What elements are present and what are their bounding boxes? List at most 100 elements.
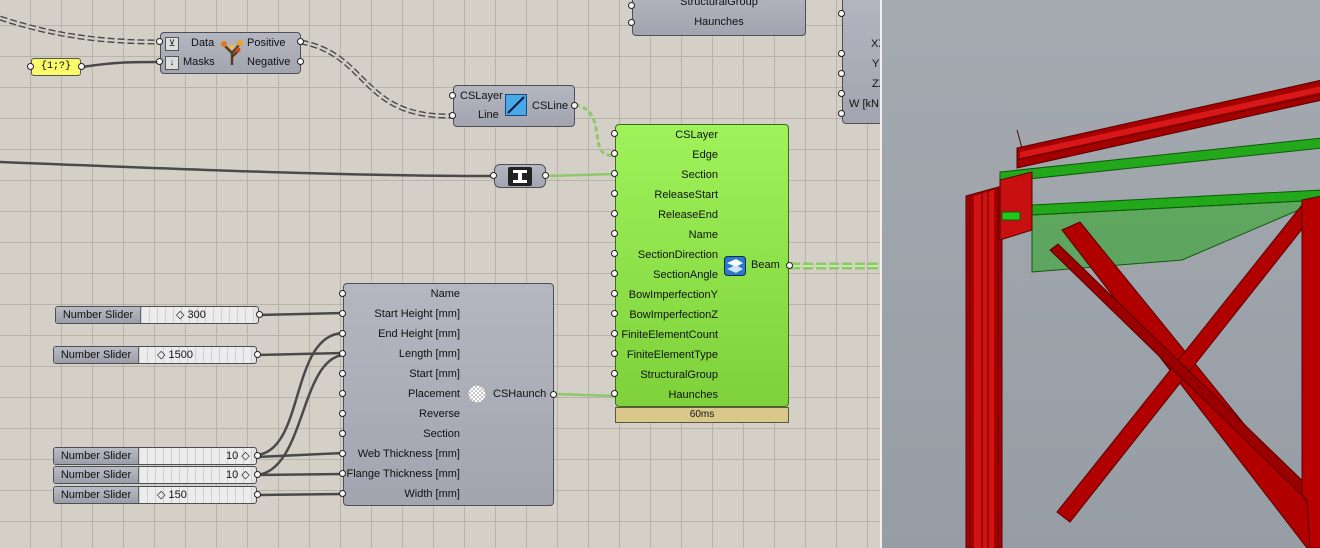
haunch-input-label: Web Thickness [mm] <box>357 448 460 460</box>
haunch-input-port[interactable] <box>339 410 346 417</box>
wire-csline-edge <box>574 103 616 157</box>
haunch-input-label: Name <box>430 288 460 300</box>
input-cslayer: CSLayer <box>460 90 503 102</box>
slider-track[interactable] <box>141 307 255 323</box>
top-port-1[interactable] <box>628 2 635 9</box>
csline-out[interactable] <box>571 102 578 109</box>
top-port-2[interactable] <box>628 19 635 26</box>
beam-input-label: SectionAngle <box>653 269 718 281</box>
slider-5-port[interactable] <box>254 491 261 498</box>
haunch-input-port[interactable] <box>339 490 346 497</box>
output-negative: Negative <box>247 56 291 68</box>
slider-label: Number Slider <box>54 467 139 483</box>
input-w: W [kN <box>849 98 879 110</box>
haunch-icon <box>467 384 487 404</box>
beam-input-label: Edge <box>692 149 718 161</box>
slider-track[interactable] <box>139 487 253 503</box>
output-beam: Beam <box>751 259 780 271</box>
number-slider-2[interactable]: Number Slider ◇ 1500 <box>53 346 257 364</box>
beam-input-port[interactable] <box>611 150 618 157</box>
haunch-input-port[interactable] <box>339 430 346 437</box>
dispatch-in-data[interactable] <box>156 38 163 45</box>
beam-input-port[interactable] <box>611 290 618 297</box>
dispatch-out-negative[interactable] <box>297 58 304 65</box>
beam-input-port[interactable] <box>611 130 618 137</box>
beam-input-port[interactable] <box>611 390 618 397</box>
haunch-input-port[interactable] <box>339 370 346 377</box>
haunch-input-port[interactable] <box>339 310 346 317</box>
slider-track[interactable] <box>139 347 253 363</box>
haunch-input-port[interactable] <box>339 390 346 397</box>
beam-input-label: Name <box>688 229 718 241</box>
haunch-input-label: End Height [mm] <box>378 328 460 340</box>
haunch-input-label: Placement <box>408 388 460 400</box>
beam-input-label: CSLayer <box>675 129 718 141</box>
section-in[interactable] <box>490 172 497 179</box>
panel-left-port[interactable] <box>27 63 34 70</box>
top-component[interactable]: StructuralGroup Haunches <box>632 0 806 36</box>
beam-input-label: BowImperfectionZ <box>629 309 718 321</box>
slider-3-port[interactable] <box>254 452 261 459</box>
beam-input-port[interactable] <box>611 250 618 257</box>
number-slider-1[interactable]: Number Slider ◇ 300 <box>55 306 259 324</box>
rhino-viewport[interactable] <box>880 0 1320 548</box>
partial-port-4[interactable] <box>838 90 845 97</box>
output-csline: CSLine <box>532 100 569 112</box>
partial-port-1[interactable] <box>838 10 845 17</box>
slider-track[interactable] <box>139 448 253 464</box>
partial-port-3[interactable] <box>838 70 845 77</box>
csline-component[interactable]: CSLayer Line CSLine <box>453 85 575 127</box>
partial-component[interactable]: XX YY ZZ W [kN <box>842 0 880 124</box>
beam-input-port[interactable] <box>611 310 618 317</box>
slider-1-port[interactable] <box>256 311 263 318</box>
partial-port-2[interactable] <box>838 50 845 57</box>
number-slider-3[interactable]: Number Slider 10 ◇ <box>53 447 257 465</box>
beam-input-port[interactable] <box>611 230 618 237</box>
output-cshaunch: CSHaunch <box>493 388 547 400</box>
partial-port-5[interactable] <box>838 110 845 117</box>
panel-right-port[interactable] <box>78 63 85 70</box>
dispatch-component[interactable]: ⊻ ↓ Data Masks Positive Negative <box>160 32 301 74</box>
dispatch-out-positive[interactable] <box>297 38 304 45</box>
input-yy: YY <box>872 58 880 70</box>
csline-in-line[interactable] <box>449 112 456 119</box>
haunch-input-port[interactable] <box>339 470 346 477</box>
slider-4-port[interactable] <box>254 471 261 478</box>
beam-input-port[interactable] <box>611 350 618 357</box>
beam-timer: 60ms <box>615 407 789 423</box>
beam-input-port[interactable] <box>611 210 618 217</box>
haunch-input-label: Start Height [mm] <box>374 308 460 320</box>
haunch-input-port[interactable] <box>339 350 346 357</box>
grasshopper-canvas[interactable]: {1;?} StructuralGroup Haunches XX YY ZZ … <box>0 0 880 548</box>
wires-layer <box>0 15 880 497</box>
wire-slider-1500 <box>256 351 344 357</box>
csline-in-cslayer[interactable] <box>449 92 456 99</box>
beam-input-port[interactable] <box>611 270 618 277</box>
slider-label: Number Slider <box>56 307 141 323</box>
haunch-out[interactable] <box>550 391 557 398</box>
beam-input-label: StructuralGroup <box>640 369 718 381</box>
beam-input-label: ReleaseStart <box>654 189 718 201</box>
panel-list-value[interactable]: {1;?} <box>31 58 81 76</box>
wire-slider-300 <box>258 311 344 317</box>
dispatch-in-masks[interactable] <box>156 58 163 65</box>
beam-input-label: FiniteElementCount <box>621 329 718 341</box>
slider-2-port[interactable] <box>254 351 261 358</box>
haunch-input-port[interactable] <box>339 330 346 337</box>
haunch-input-port[interactable] <box>339 290 346 297</box>
beam-input-port[interactable] <box>611 370 618 377</box>
beam-input-port[interactable] <box>611 330 618 337</box>
slider-value: ◇ 300 <box>176 309 206 321</box>
beam-input-port[interactable] <box>611 170 618 177</box>
beam-out[interactable] <box>786 262 793 269</box>
slider-track[interactable] <box>139 467 253 483</box>
beam-input-port[interactable] <box>611 190 618 197</box>
number-slider-4[interactable]: Number Slider 10 ◇ <box>53 466 257 484</box>
section-out[interactable] <box>542 172 549 179</box>
slider-label: Number Slider <box>54 347 139 363</box>
section-component[interactable] <box>494 164 546 188</box>
haunch-input-port[interactable] <box>339 450 346 457</box>
number-slider-5[interactable]: Number Slider ◇ 150 <box>53 486 257 504</box>
